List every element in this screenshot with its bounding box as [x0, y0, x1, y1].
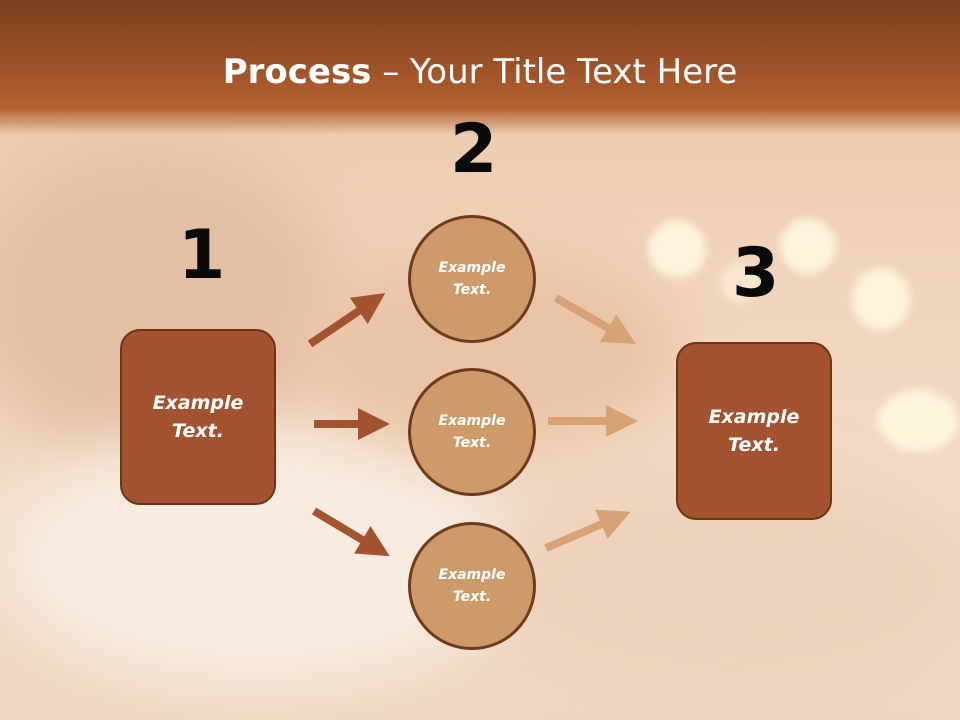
- title-rest: – Your Title Text Here: [371, 52, 738, 92]
- title-bold: Process: [222, 52, 372, 92]
- slide-title: Process – Your Title Text Here: [0, 52, 960, 92]
- title-banner: [0, 0, 960, 135]
- circle-top-text: Example Text.: [438, 259, 506, 298]
- circle-middle: Example Text.: [408, 368, 536, 496]
- circle-bottom-text: Example Text.: [438, 566, 506, 605]
- arrow-to-bottom-circle: [311, 507, 390, 557]
- step-box-1-text: Example Text.: [152, 391, 244, 443]
- step-number-3: 3: [732, 234, 780, 313]
- step-box-3: Example Text.: [676, 342, 832, 520]
- step-number-1: 1: [178, 216, 226, 295]
- step-box-1: Example Text.: [120, 329, 276, 505]
- arrow-to-top-circle: [307, 293, 386, 348]
- arrow-from-bottom-circle: [544, 509, 631, 552]
- step-box-3-text: Example Text.: [708, 405, 800, 457]
- circle-middle-text: Example Text.: [438, 412, 506, 451]
- step-number-2: 2: [450, 110, 498, 189]
- arrow-from-top-circle: [554, 294, 636, 344]
- circle-top: Example Text.: [408, 215, 536, 343]
- circle-bottom: Example Text.: [408, 522, 536, 650]
